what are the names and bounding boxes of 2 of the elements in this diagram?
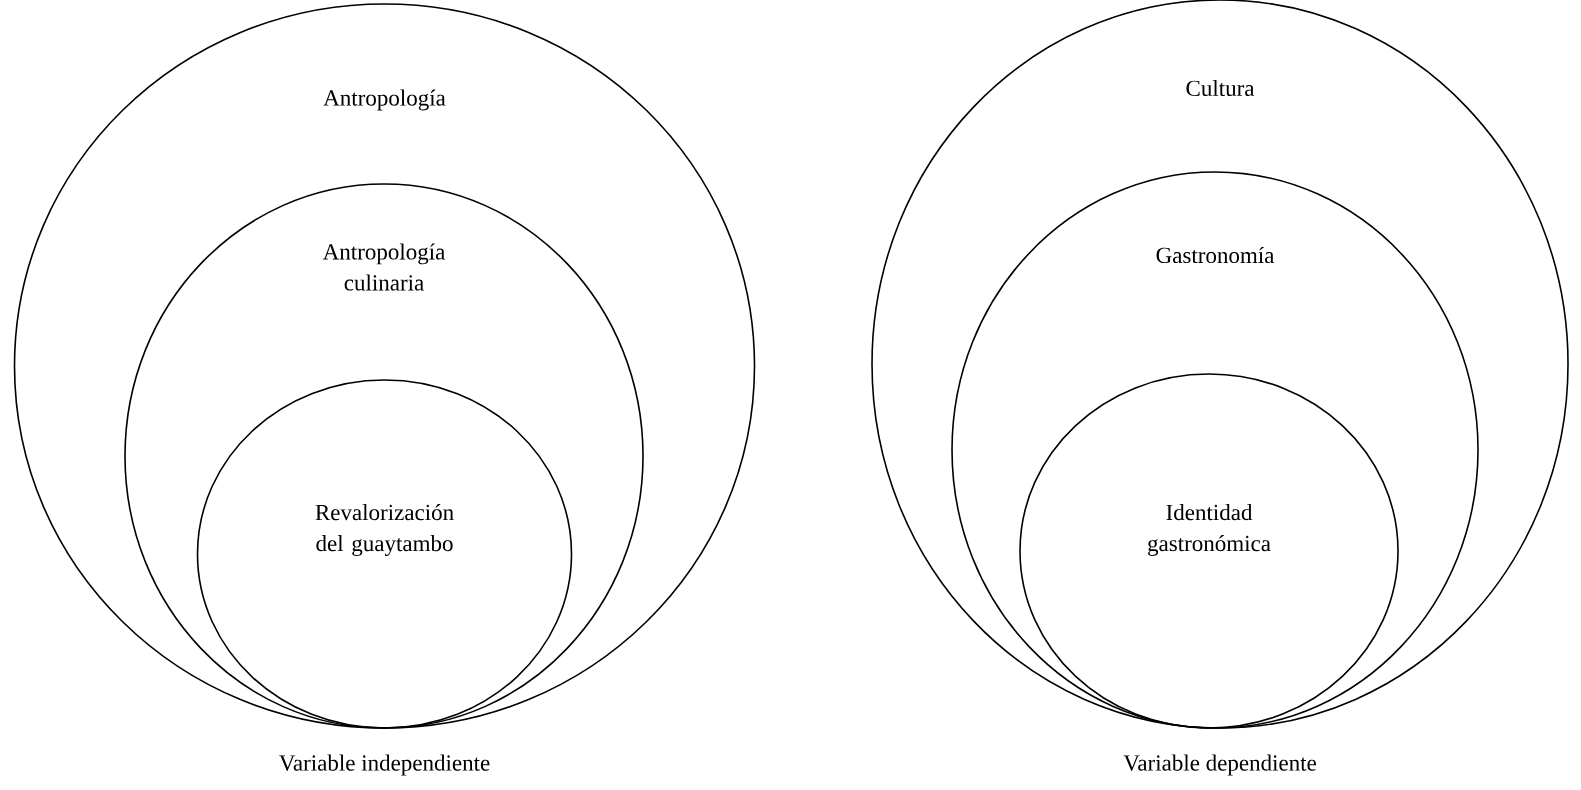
node-label: Variable dependiente [1123, 754, 1316, 776]
node-label: Variable independiente [279, 754, 490, 776]
